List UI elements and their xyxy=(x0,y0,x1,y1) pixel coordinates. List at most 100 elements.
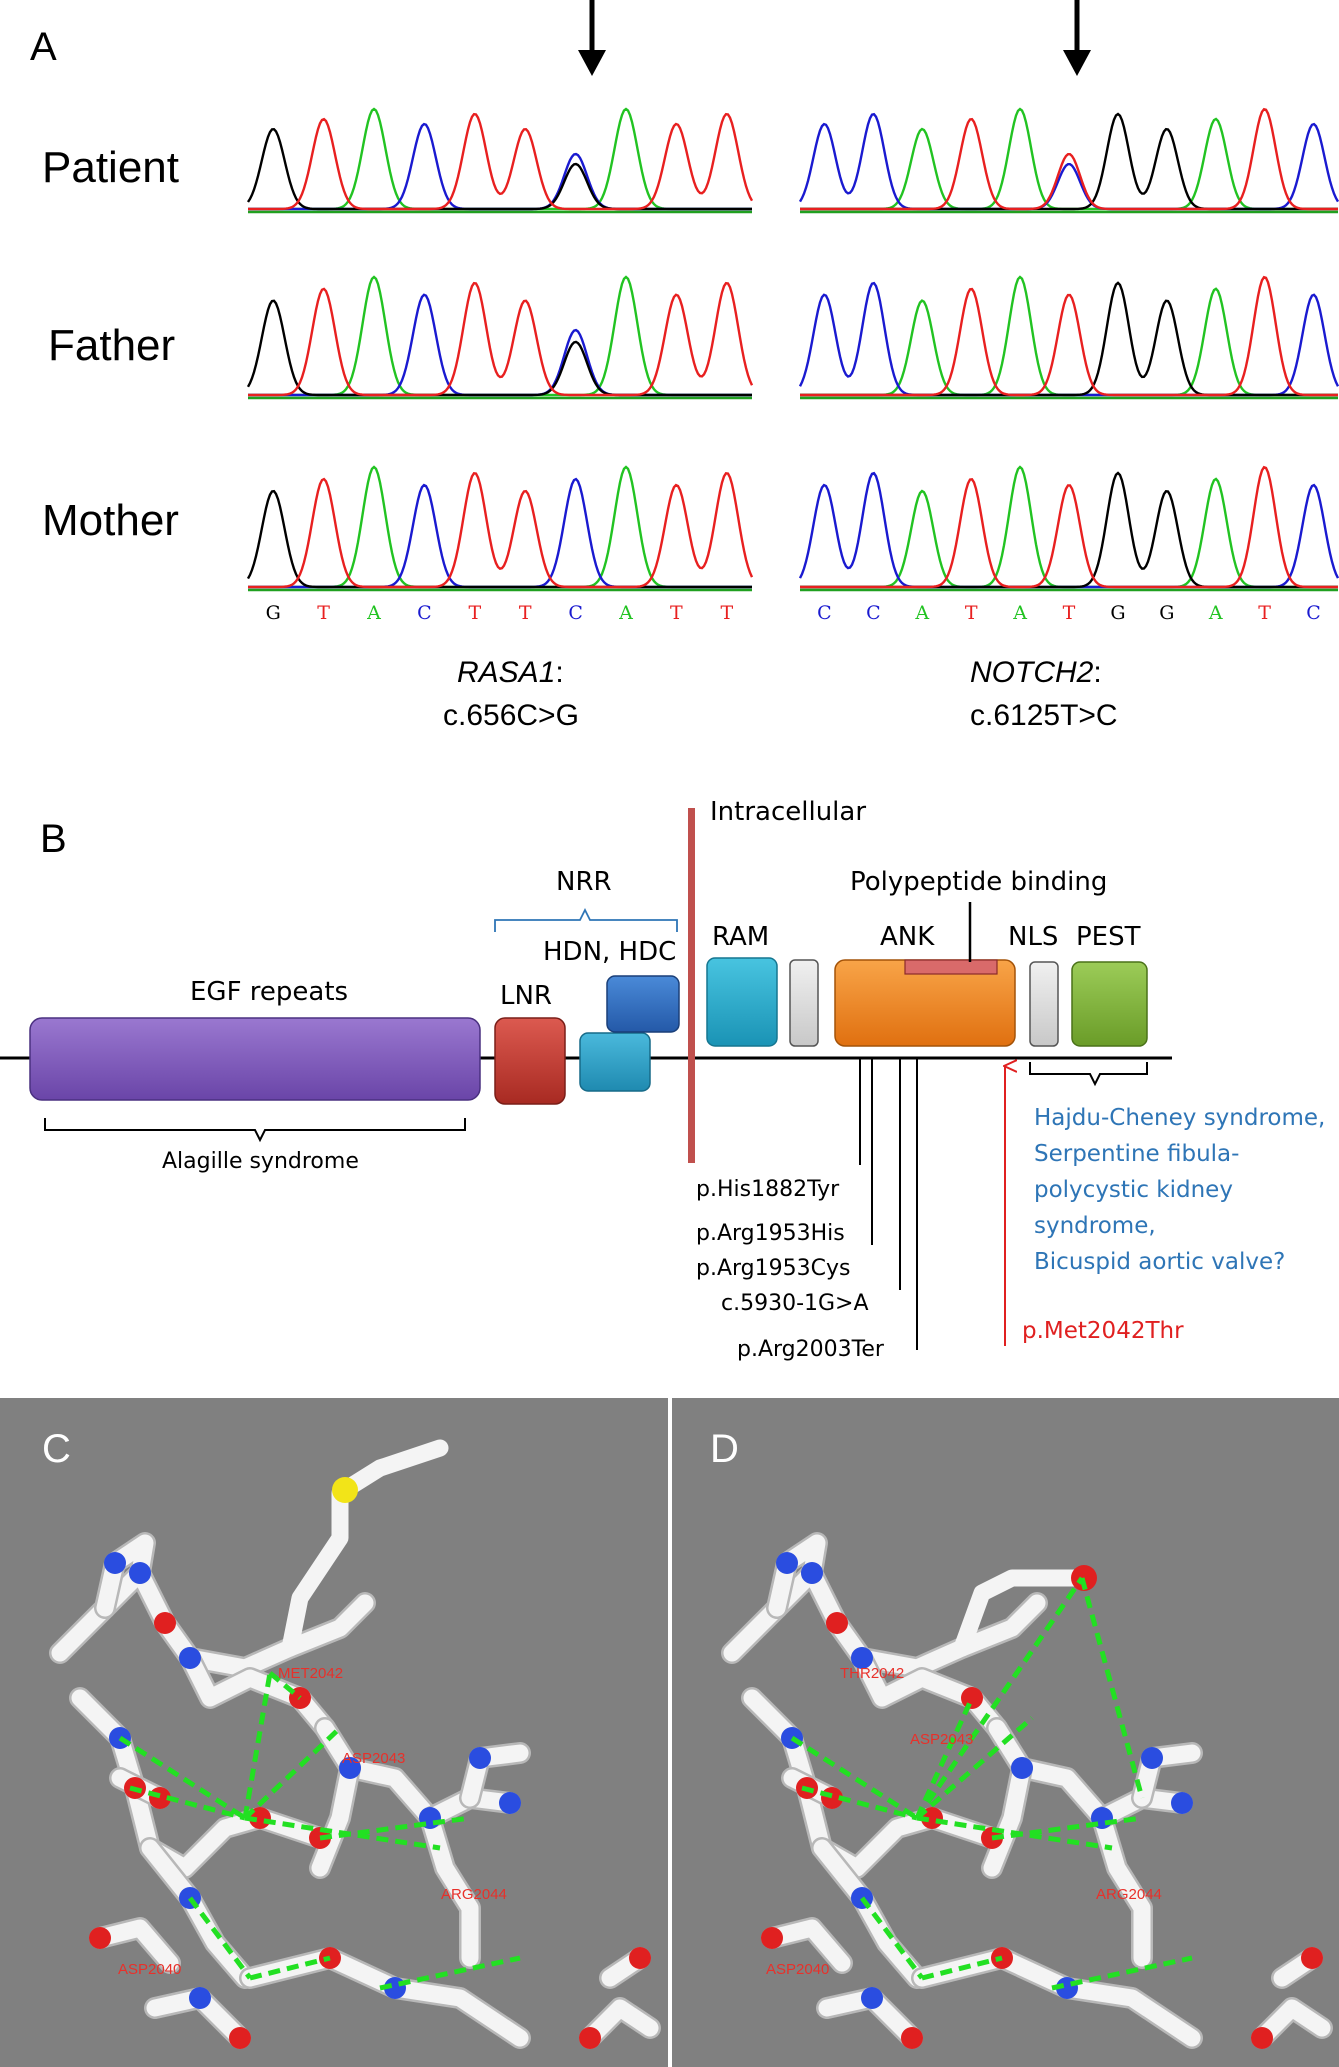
ank-label: ANK xyxy=(880,922,935,952)
met-side-chain xyxy=(281,1439,449,1657)
atom xyxy=(179,1647,201,1669)
pest-label: PEST xyxy=(1076,922,1141,952)
atom xyxy=(1251,2027,1273,2049)
trace-rasa1-0-C xyxy=(248,122,752,211)
panel-c-letter: C xyxy=(42,1427,71,1471)
notch2-variant: c.6125T>C xyxy=(970,699,1118,732)
nrr-label: NRR xyxy=(556,867,612,897)
egf-repeats-domain xyxy=(29,1017,481,1101)
atom xyxy=(1011,1757,1033,1779)
atom xyxy=(104,1552,126,1574)
base-call-notch2-9: T xyxy=(1258,602,1271,624)
trace-rasa1-0-T xyxy=(248,112,754,211)
atom xyxy=(89,1927,111,1949)
panel-b-letter: B xyxy=(40,817,67,861)
hydrogen-bond xyxy=(118,1735,247,1821)
trace-notch2-1-T xyxy=(800,275,1338,397)
label-met2042: MET2042 xyxy=(278,1665,343,1682)
nrr-bracket xyxy=(494,907,678,932)
base-call-rasa1-5: T xyxy=(519,602,532,624)
panel-divider xyxy=(668,1398,672,2067)
alagille-bracket xyxy=(44,1118,466,1143)
row-label-patient: Patient xyxy=(42,143,179,192)
hydrogen-bond xyxy=(914,1576,1085,1820)
bond xyxy=(311,1759,359,1877)
label-arg2044-d: ARG2044 xyxy=(1096,1886,1162,1903)
panel-a-letter: A xyxy=(30,25,57,69)
label-arg2044-c: ARG2044 xyxy=(441,1886,507,1903)
hajdu-line-5: Bicuspid aortic valve? xyxy=(1034,1249,1285,1275)
structure-mutant xyxy=(721,1532,1333,2049)
hdn-hdc-label: HDN, HDC xyxy=(543,937,676,967)
variant-arg1953cys: p.Arg1953Cys xyxy=(696,1256,850,1281)
base-call-notch2-6: G xyxy=(1110,602,1125,624)
bond xyxy=(91,1919,179,1972)
variant-arrow-notch2 xyxy=(1063,0,1091,76)
atom xyxy=(469,1747,491,1769)
bond xyxy=(96,1534,154,1617)
base-call-notch2-3: T xyxy=(965,602,978,624)
hajdu-line-4: syndrome, xyxy=(1034,1213,1156,1239)
trace-rasa1-2-G xyxy=(246,489,752,589)
chromatogram-traces xyxy=(246,107,1339,592)
nls-domain xyxy=(1029,961,1059,1047)
atom xyxy=(776,1552,798,1574)
base-call-rasa1-2: A xyxy=(366,602,381,624)
base-call-notch2-4: A xyxy=(1012,602,1027,624)
alagille-label: Alagille syndrome xyxy=(162,1149,359,1174)
hydrogen-bond xyxy=(188,1896,252,1980)
atom xyxy=(154,1612,176,1634)
hydrogen-bond xyxy=(790,1735,919,1821)
bond xyxy=(1253,1999,1331,2047)
trace-notch2-2-T xyxy=(800,465,1338,589)
variant-arrow-rasa1 xyxy=(578,0,606,76)
atom xyxy=(1171,1792,1193,1814)
base-call-notch2-8: A xyxy=(1208,602,1223,624)
hydrogen-bond xyxy=(991,1815,1143,1841)
base-call-rasa1-0: G xyxy=(266,602,281,624)
bond xyxy=(181,1649,334,1737)
hajdu-line-1: Hajdu-Cheney syndrome, xyxy=(1034,1105,1325,1131)
hydrogen-bond xyxy=(860,1896,924,1980)
bond xyxy=(983,1759,1031,1877)
trace-rasa1-1-G xyxy=(246,299,752,397)
base-call-rasa1-7: A xyxy=(618,602,633,624)
bond xyxy=(768,1534,826,1617)
trace-rasa1-2-T xyxy=(248,471,754,589)
ram-label: RAM xyxy=(712,922,769,952)
atom xyxy=(826,1612,848,1634)
label-asp2040-d: ASP2040 xyxy=(766,1961,829,1978)
hydrogen-bond xyxy=(1079,1577,1145,1799)
rasa1-variant: c.656C>G xyxy=(443,699,579,732)
base-call-notch2-7: G xyxy=(1159,602,1174,624)
hydrogen-bond xyxy=(319,1815,471,1841)
hydrogen-bond xyxy=(243,1726,342,1820)
known-variant-lines xyxy=(859,1058,918,1350)
variant-c5930: c.5930-1G>A xyxy=(721,1291,869,1316)
trace-notch2-0-T xyxy=(800,107,1338,211)
polypeptide-binding-label: Polypeptide binding xyxy=(850,867,1107,897)
hydrogen-bond xyxy=(379,1955,521,1991)
atom xyxy=(851,1647,873,1669)
atom xyxy=(761,1927,783,1949)
linker-box xyxy=(789,959,819,1047)
bond xyxy=(853,1649,1006,1737)
atom xyxy=(801,1562,823,1584)
atom xyxy=(901,2027,923,2049)
base-call-rasa1-1: T xyxy=(317,602,330,624)
bond xyxy=(141,1839,254,1987)
pest-domain xyxy=(1071,961,1148,1047)
label-asp2043-c: ASP2043 xyxy=(342,1750,405,1767)
hajdu-line-3: polycystic kidney xyxy=(1034,1177,1233,1203)
hydrogen-bond xyxy=(129,1785,246,1821)
base-call-notch2-5: T xyxy=(1063,602,1076,624)
lnr-label: LNR xyxy=(500,981,552,1011)
atom xyxy=(1301,1947,1323,1969)
panel-c: C MET2042 ASP2043 ARG2044 ASP2040 xyxy=(0,1398,668,2067)
atom xyxy=(339,1757,361,1779)
base-call-notch2-10: C xyxy=(1306,602,1321,624)
hydrogen-bond xyxy=(249,1955,331,1981)
intracellular-label: Intracellular xyxy=(710,797,866,827)
